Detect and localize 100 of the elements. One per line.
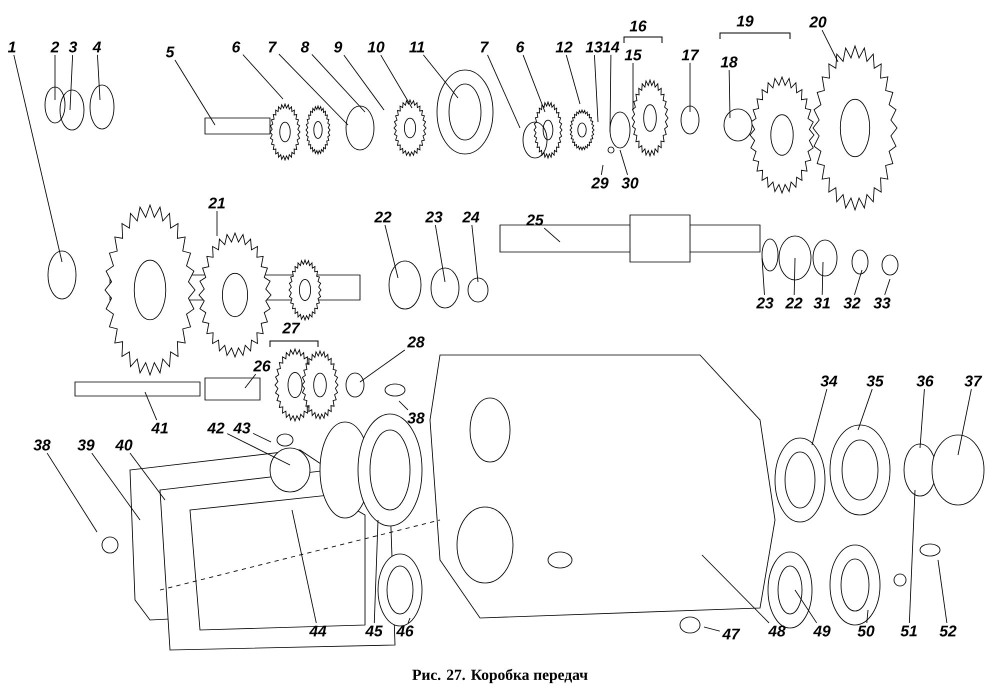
callout-number: 51 <box>900 626 917 636</box>
leader-line <box>398 400 408 410</box>
callout-number: 50 <box>858 626 874 636</box>
callout-number: 3 <box>68 42 78 52</box>
leader-line <box>252 432 272 442</box>
callout-number: 39 <box>78 440 95 450</box>
leader-line <box>130 452 166 500</box>
callout-number: 20 <box>809 16 826 28</box>
callout-number: 47 <box>722 628 740 640</box>
leader-line <box>408 618 410 624</box>
callout-number: 45 <box>365 626 383 636</box>
leader-line <box>920 388 925 448</box>
leader-line <box>522 54 546 112</box>
callout-number: 25 <box>526 214 544 226</box>
leader-line <box>360 350 406 382</box>
leader-line <box>380 54 412 108</box>
callout-number: 44 <box>309 626 326 636</box>
callout-number: 5 <box>166 46 174 58</box>
leader-line <box>866 610 868 624</box>
callout-number: 22 <box>374 212 392 222</box>
callout-number: 49 <box>813 626 831 636</box>
leader-line <box>858 388 873 430</box>
callout-number: 35 <box>866 376 884 386</box>
callout-number: 2 <box>50 42 60 52</box>
leader-line <box>70 54 74 110</box>
leader-line <box>54 54 56 100</box>
leader-line <box>908 490 916 624</box>
leader-line <box>242 54 284 100</box>
callout-number: 52 <box>940 626 956 636</box>
callout-number: 10 <box>368 42 384 52</box>
leader-line <box>471 224 478 282</box>
leader-line <box>343 54 384 110</box>
callout-number: 37 <box>964 376 982 386</box>
callout-number: 1 <box>8 42 16 52</box>
leader-line <box>244 374 256 388</box>
leader-line <box>884 278 890 296</box>
leader-line <box>938 560 948 624</box>
leader-line <box>97 54 100 100</box>
callout-number: 8 <box>300 42 310 52</box>
leader-line <box>278 54 348 126</box>
callout-number: 43 <box>233 422 250 434</box>
callout-number: 6 <box>232 42 240 52</box>
leader-line <box>822 30 838 62</box>
callout-number: 23 <box>425 212 442 222</box>
leader-line <box>311 54 366 112</box>
leader-line <box>594 54 598 122</box>
leader-line <box>610 54 612 132</box>
callout-number: 38 <box>34 440 51 450</box>
callout-number: 46 <box>396 626 414 636</box>
leader-line <box>544 228 560 242</box>
callout-number: 14 <box>602 42 620 52</box>
callout-number: 13 <box>586 42 602 52</box>
callout-number: 18 <box>720 56 738 68</box>
callout-number: 23 <box>756 298 774 308</box>
callout-number: 40 <box>115 440 132 450</box>
callout-number: 34 <box>820 376 838 386</box>
leader-line <box>728 70 730 118</box>
callout-number: 27 <box>282 322 300 334</box>
callout-number: 24 <box>462 212 480 222</box>
callout-number: 9 <box>334 42 342 52</box>
leader-line <box>46 452 98 532</box>
leader-line <box>144 392 158 420</box>
callout-number: 11 <box>409 42 424 52</box>
callout-number: 17 <box>682 50 700 60</box>
callout-number: 16 <box>630 20 647 32</box>
leader-line <box>374 520 378 624</box>
leader-line <box>487 54 520 128</box>
leader-line <box>702 554 770 624</box>
leader-line <box>620 150 628 176</box>
callout-number: 32 <box>844 298 860 308</box>
leader-line <box>822 262 824 296</box>
callout-number: 30 <box>622 178 638 188</box>
leader-line <box>174 60 216 126</box>
leader-line <box>216 210 218 236</box>
callout-number: 36 <box>916 376 934 386</box>
callout-number: 41 <box>151 422 168 434</box>
callout-number: 42 <box>207 422 224 434</box>
leader-line <box>434 224 446 282</box>
leader-line <box>794 258 796 296</box>
leader-line <box>566 54 580 104</box>
caption: Рис. 27. Коробка передач <box>412 668 588 684</box>
callout-number: 31 <box>814 298 830 308</box>
callout-number: 6 <box>516 42 524 52</box>
leader-line <box>226 433 290 466</box>
callout-number: 19 <box>736 16 754 26</box>
leader-line <box>292 510 317 624</box>
callout-number: 33 <box>874 298 890 308</box>
leader-line <box>91 452 140 520</box>
leader-line <box>762 258 765 296</box>
leader-line <box>384 224 398 278</box>
leader-line <box>812 388 828 446</box>
leader-line <box>854 270 862 296</box>
callout-number: 38 <box>408 412 425 424</box>
callout-number: 28 <box>407 336 425 348</box>
callout-number: 4 <box>92 42 102 52</box>
callout-number: 26 <box>253 360 271 372</box>
leader-line <box>958 388 972 456</box>
leader-line <box>632 62 634 110</box>
callout-number: 48 <box>768 626 786 636</box>
callout-number: 15 <box>624 50 642 60</box>
